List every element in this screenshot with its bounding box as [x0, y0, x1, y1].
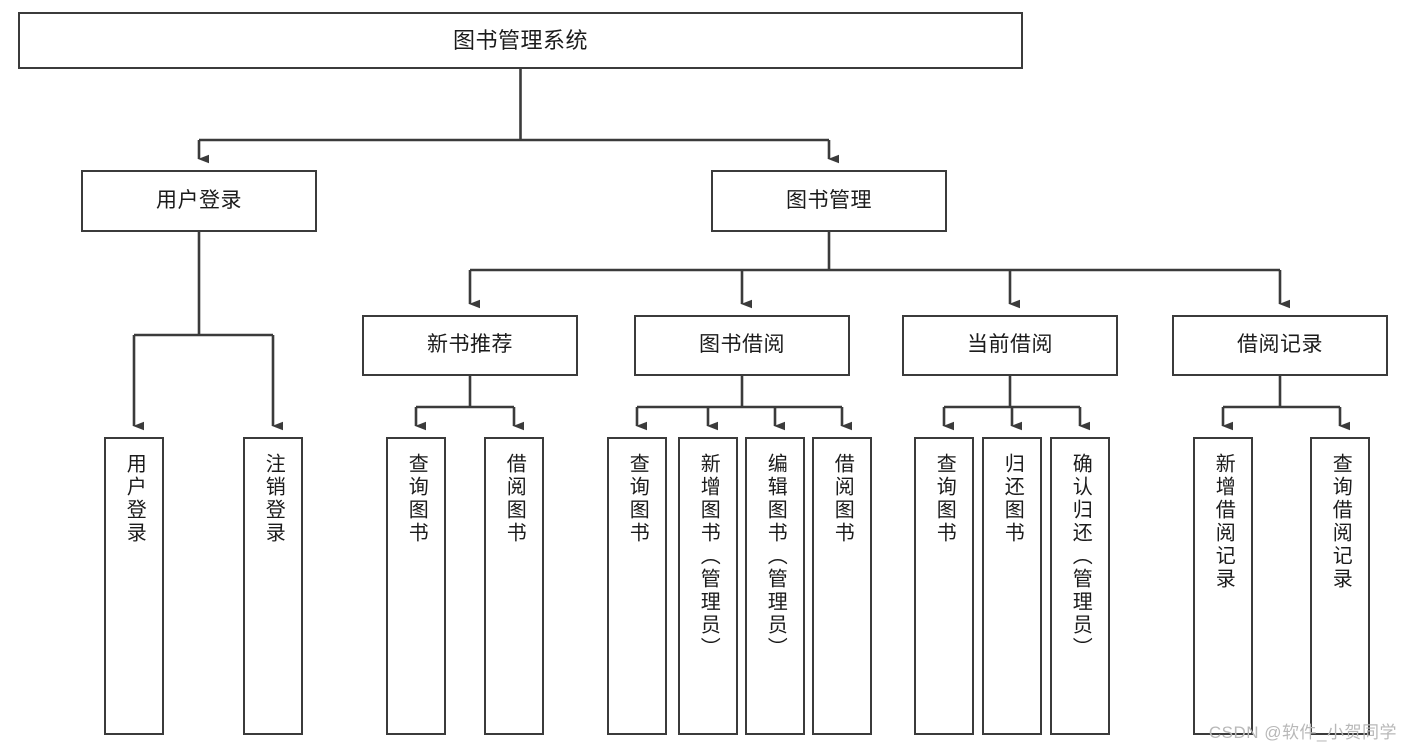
- node-label: 新增图书（管理员）: [697, 453, 720, 660]
- leaf-user-login[interactable]: 用户登录: [104, 437, 164, 735]
- leaf-query-book-current[interactable]: 查询图书: [914, 437, 974, 735]
- node-label: 确认归还（管理员）: [1069, 453, 1092, 660]
- node-label: 注销登录: [262, 453, 285, 545]
- node-label: 新增借阅记录: [1212, 453, 1235, 591]
- node-label: 借阅图书: [503, 453, 526, 545]
- node-label: 用户登录: [123, 453, 146, 545]
- leaf-add-borrow-record[interactable]: 新增借阅记录: [1193, 437, 1253, 735]
- node-label: 借阅图书: [831, 453, 854, 545]
- node-label: 查询图书: [933, 453, 956, 545]
- leaf-return-book[interactable]: 归还图书: [982, 437, 1042, 735]
- node-label: 查询借阅记录: [1329, 453, 1352, 591]
- node-current-borrow[interactable]: 当前借阅: [902, 315, 1118, 376]
- node-user-login[interactable]: 用户登录: [81, 170, 317, 232]
- leaf-borrow-book-recommend[interactable]: 借阅图书: [484, 437, 544, 735]
- node-label: 当前借阅: [967, 333, 1053, 357]
- node-label: 新书推荐: [427, 333, 513, 357]
- node-label: 借阅记录: [1237, 333, 1323, 357]
- node-label: 编辑图书（管理员）: [764, 453, 787, 660]
- node-book-borrow[interactable]: 图书借阅: [634, 315, 850, 376]
- node-book-management[interactable]: 图书管理: [711, 170, 947, 232]
- leaf-edit-book-admin[interactable]: 编辑图书（管理员）: [745, 437, 805, 735]
- node-root[interactable]: 图书管理系统: [18, 12, 1023, 69]
- node-label: 查询图书: [405, 453, 428, 545]
- node-label: 用户登录: [156, 188, 242, 212]
- leaf-query-book-recommend[interactable]: 查询图书: [386, 437, 446, 735]
- node-new-book-recommend[interactable]: 新书推荐: [362, 315, 578, 376]
- watermark: CSDN @软件_小贺同学: [1208, 723, 1397, 742]
- leaf-logout[interactable]: 注销登录: [243, 437, 303, 735]
- node-label: 查询图书: [626, 453, 649, 545]
- leaf-query-borrow-record[interactable]: 查询借阅记录: [1310, 437, 1370, 735]
- node-label: 归还图书: [1001, 453, 1024, 545]
- leaf-add-book-admin[interactable]: 新增图书（管理员）: [678, 437, 738, 735]
- leaf-confirm-return-admin[interactable]: 确认归还（管理员）: [1050, 437, 1110, 735]
- leaf-query-book-borrow[interactable]: 查询图书: [607, 437, 667, 735]
- node-label: 图书借阅: [699, 333, 785, 357]
- node-label: 图书管理: [786, 188, 872, 212]
- node-label: 图书管理系统: [452, 27, 588, 53]
- leaf-borrow-book[interactable]: 借阅图书: [812, 437, 872, 735]
- node-borrow-record[interactable]: 借阅记录: [1172, 315, 1388, 376]
